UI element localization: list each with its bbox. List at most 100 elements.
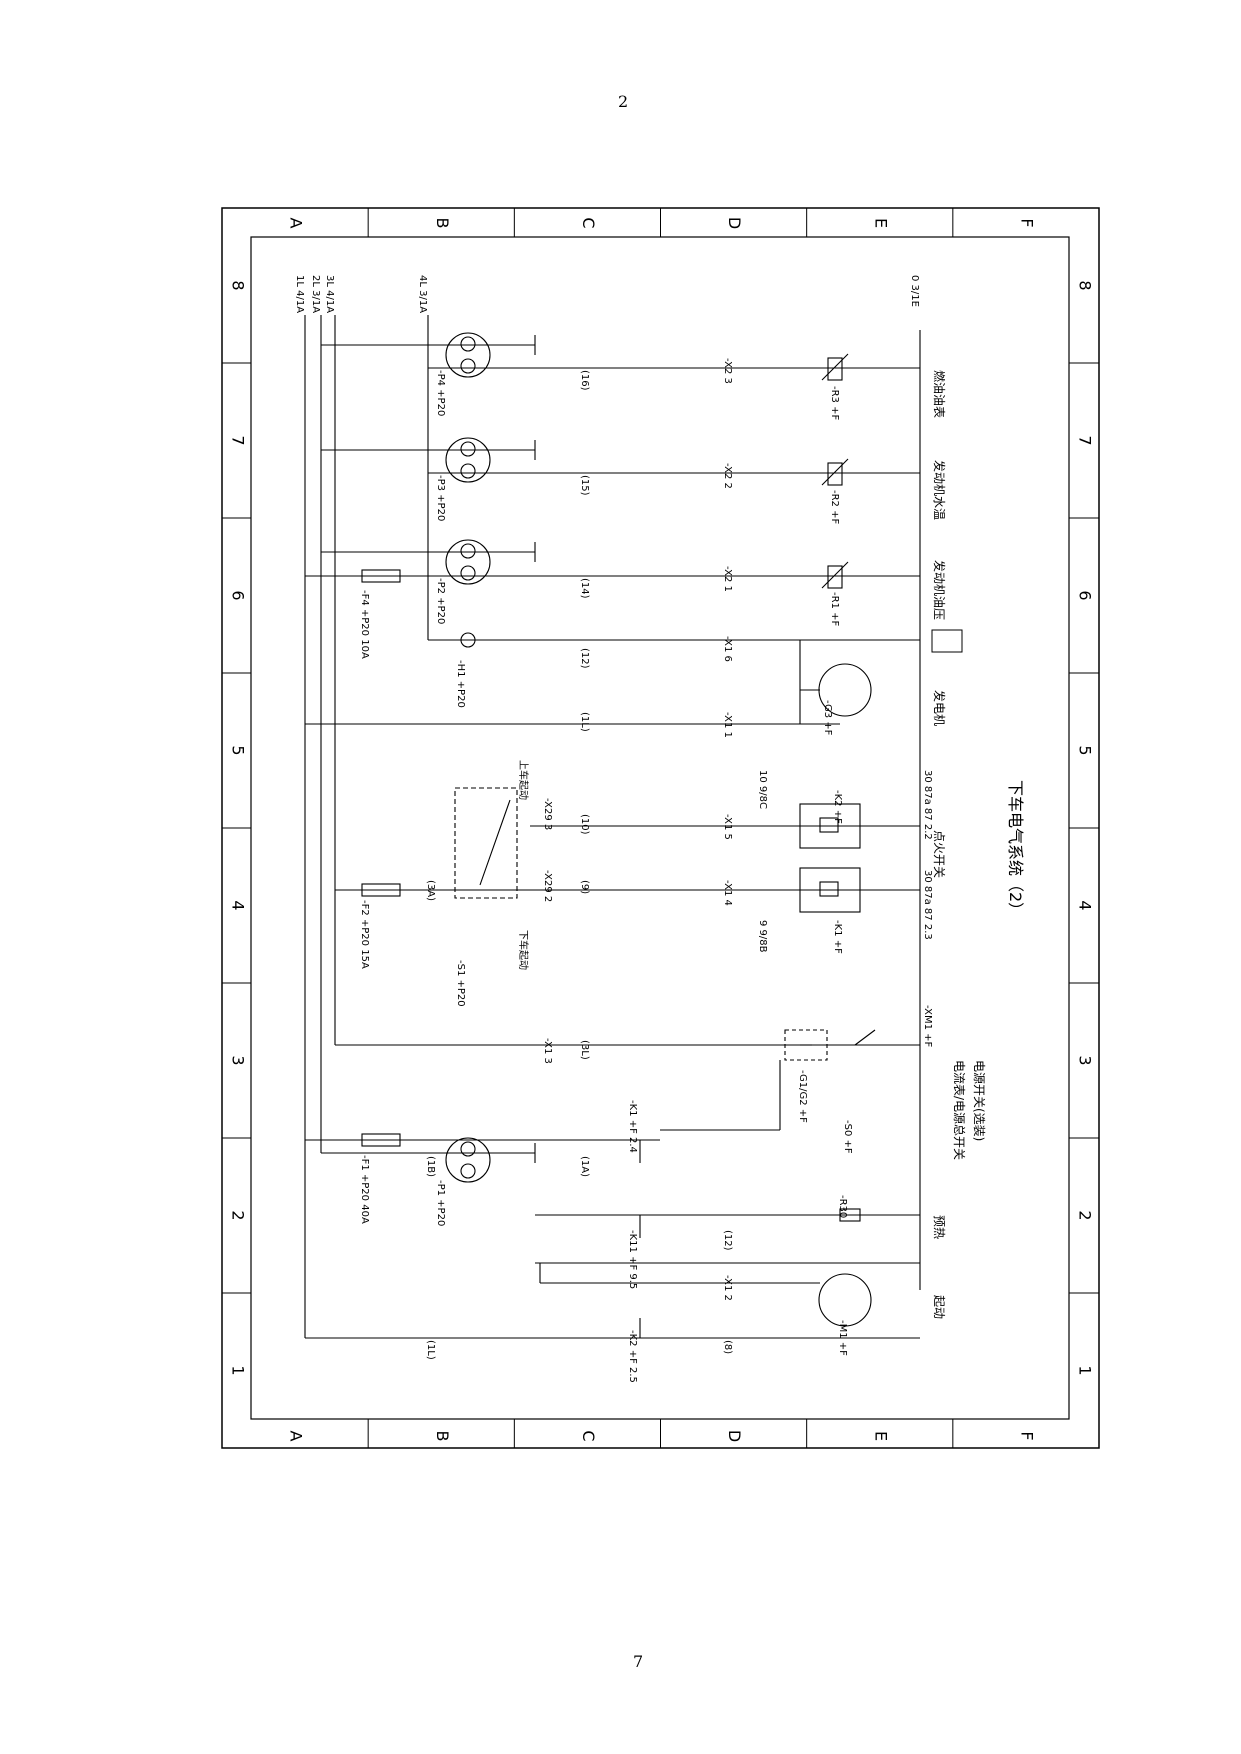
fuse-label: -F2 +P20 15A <box>359 900 370 969</box>
frame-column-letter: A <box>287 218 306 229</box>
bus-label: 2L 3/1A <box>310 275 321 313</box>
ignition-label-up: 上车起动 <box>517 760 530 800</box>
frame-column-letter: E <box>871 1431 890 1441</box>
resistor-label: -R30 <box>837 1195 848 1218</box>
frame-row-number: 4 <box>229 900 248 910</box>
battery-name: 电流表/电源总开关 <box>952 1060 966 1160</box>
terminal-label: -X1 3 <box>542 1038 553 1064</box>
oil-gauge-label: -P2 +P20 <box>435 578 446 624</box>
frame-row-number: 4 <box>1076 900 1095 910</box>
wire-label: (10) <box>579 814 590 835</box>
frame-column-letter: C <box>579 1430 598 1441</box>
battery-name-2: 电源开关(选装) <box>972 1060 986 1141</box>
terminal-label: -X1 2 <box>722 1275 733 1301</box>
generator-name: 发电机 <box>932 690 947 726</box>
frame-column-letter: F <box>1017 218 1036 227</box>
terminal-label: -X1 4 <box>722 880 733 906</box>
generator-label: -G3 +F <box>822 700 833 736</box>
frame-row-number: 7 <box>229 435 248 445</box>
terminal-label: -X1 5 <box>722 814 733 840</box>
relay-label: -K11 +F 9.5 <box>627 1230 638 1289</box>
switch-label: -S0 +F <box>842 1120 853 1154</box>
frame-row-number: 3 <box>1076 1055 1095 1065</box>
frame-column-letter: E <box>871 218 890 228</box>
sensor-label: -R3 +F <box>829 386 840 420</box>
frame-column-letter: B <box>433 218 452 229</box>
ammeter-label: -P1 +P20 <box>435 1180 446 1226</box>
wire-label: (3A) <box>425 880 436 901</box>
frame-row-number: 1 <box>1076 1365 1095 1375</box>
legend-box <box>931 629 963 653</box>
ignition-switch-name: 点火开关 <box>932 830 946 878</box>
wire-label: (15) <box>579 475 590 496</box>
bus-label: 0 3/1E <box>909 275 920 307</box>
ignition-switch-label: -S1 +P20 <box>455 960 466 1007</box>
wire-label: (3L) <box>579 1040 590 1060</box>
wire-label: (1A) <box>579 1156 590 1177</box>
frame-row-number: 7 <box>1076 435 1095 445</box>
frame-column-letter: A <box>287 1431 306 1442</box>
frame-column-letter: F <box>1017 1431 1036 1440</box>
terminal-label: -X29 2 <box>542 870 553 902</box>
ref-label: 9 9/8B <box>757 920 768 953</box>
lamp-label: -H1 +P20 <box>455 660 466 708</box>
disconnect-label: -XM1 +F <box>922 1005 933 1048</box>
frame-column-letter: D <box>725 1430 744 1442</box>
outer-frame <box>221 207 1100 1449</box>
relay-contacts: 30 87a 87 2.3 <box>922 870 933 940</box>
relay-label: -K2 +F <box>832 790 843 824</box>
page-number-top: 2 <box>618 92 629 111</box>
frame-row-number: 6 <box>229 590 248 600</box>
frame-column-letter: C <box>579 217 598 228</box>
coolant-gauge-name: 发动机水温 <box>932 460 947 520</box>
sensor-label: -R1 +F <box>829 592 840 626</box>
ref-label: 10 9/8C <box>757 770 768 809</box>
coolant-gauge-label: -P3 +P20 <box>435 475 446 521</box>
battery-label: -G1/G2 +F <box>797 1070 808 1123</box>
frame-row-number: 3 <box>229 1055 248 1065</box>
fuse-label: -F4 +P20 10A <box>359 590 370 659</box>
fuel-gauge-name: 燃油油表 <box>932 370 947 418</box>
relay-contacts: 30 87a 87 2.2 <box>922 770 933 840</box>
terminal-label: -X29 3 <box>542 798 553 830</box>
sensor-label: -R2 +F <box>829 490 840 524</box>
frame-row-number: 2 <box>1076 1210 1095 1220</box>
fuel-gauge-label: -P4 +P20 <box>435 370 446 416</box>
bus-label: 3L 4/1A <box>324 275 335 313</box>
frame-column-letter: B <box>433 1431 452 1442</box>
terminal-label: -X2 2 <box>722 463 733 489</box>
bus-label: 1L 4/1A <box>294 275 305 313</box>
wire-label: (9) <box>579 880 590 894</box>
frame-row-number: 1 <box>229 1365 248 1375</box>
ignition-label-down: 下车起动 <box>517 930 530 970</box>
starter-name: 起动 <box>932 1295 946 1319</box>
relay-label: -K2 +F 2.5 <box>627 1330 638 1383</box>
wire-label: (1L) <box>579 712 590 732</box>
frame-row-number: 5 <box>229 745 248 755</box>
frame-column-letter: D <box>725 217 744 229</box>
wire-label: (8) <box>722 1340 733 1354</box>
frame-row-number: 8 <box>229 280 248 290</box>
terminal-label: -X2 1 <box>722 566 733 592</box>
relay-label: -K1 +F 2.4 <box>627 1100 638 1153</box>
terminal-label: -X2 3 <box>722 358 733 384</box>
wire-label: (12) <box>579 648 590 669</box>
terminal-label: -X1 6 <box>722 636 733 662</box>
frame-row-number: 6 <box>1076 590 1095 600</box>
wire-label: (1B) <box>425 1156 436 1177</box>
frame-row-number: 5 <box>1076 745 1095 755</box>
wire-label: (14) <box>579 578 590 599</box>
bus-label: 4L 3/1A <box>417 275 428 313</box>
wire-label: (1L) <box>425 1340 436 1360</box>
page-number-bottom: 7 <box>633 1652 644 1671</box>
frame-row-number: 2 <box>229 1210 248 1220</box>
diagram-title: 下车电气系统（2） <box>1006 780 1025 918</box>
frame-row-number: 8 <box>1076 280 1095 290</box>
oil-gauge-name: 发动机油压 <box>932 560 947 620</box>
relay-label: -K1 +F <box>832 920 843 954</box>
starter-label: -M1 +F <box>837 1320 848 1356</box>
terminal-label: -X1 1 <box>722 712 733 738</box>
wire-label: (16) <box>579 370 590 391</box>
preheat-name: 预热 <box>932 1215 946 1239</box>
